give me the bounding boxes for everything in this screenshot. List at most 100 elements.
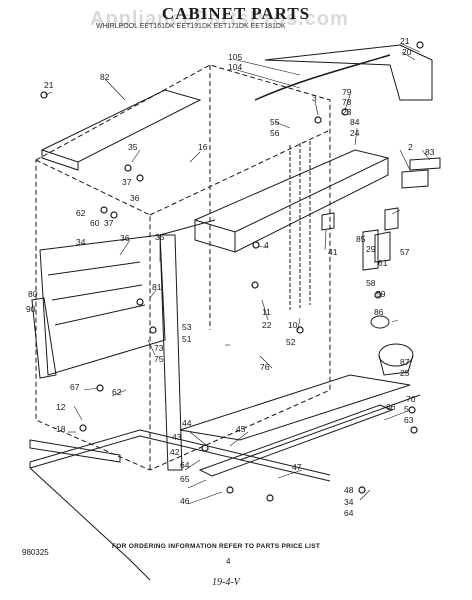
base-frame	[29, 429, 331, 581]
callout-36: 36	[130, 193, 140, 203]
column-22	[289, 141, 311, 310]
callout-79: 79	[342, 87, 352, 97]
callout-61: 61	[378, 258, 388, 268]
callout-22: 22	[262, 320, 272, 330]
callout-66: 66	[386, 402, 396, 412]
callout-76: 76	[260, 362, 270, 372]
callout-23: 23	[342, 107, 352, 117]
fasteners	[40, 41, 424, 502]
callout-37: 37	[122, 177, 132, 187]
callout-36: 36	[120, 233, 130, 243]
callout-83: 83	[425, 147, 435, 157]
callout-75: 75	[154, 354, 164, 364]
cylinder-80-body	[378, 354, 414, 376]
callout-90: 90	[26, 304, 36, 314]
callout-74: 74	[0, 0, 10, 2]
callout-64: 64	[344, 508, 354, 518]
callout-34: 34	[344, 497, 354, 507]
callout-51: 51	[182, 334, 192, 344]
callout-53: 53	[182, 322, 192, 332]
callout-57: 57	[400, 247, 410, 257]
rail-63	[198, 404, 394, 477]
crossbar-84	[193, 149, 390, 253]
rail-64	[239, 394, 421, 461]
bracket-61	[362, 229, 379, 271]
callout-73: 73	[154, 343, 164, 353]
callout-2: 2	[408, 142, 413, 152]
callout-84: 84	[350, 117, 360, 127]
bracket-60	[384, 207, 399, 231]
callout-65: 65	[180, 474, 190, 484]
callout-3: 3	[312, 93, 317, 103]
callout-85: 85	[356, 234, 366, 244]
callout-48: 48	[344, 485, 354, 495]
access-panel-4	[39, 234, 166, 376]
top-rail-82	[40, 89, 202, 171]
callout-44: 44	[182, 418, 192, 428]
callout-81: 81	[152, 282, 162, 292]
callout-37: 37	[104, 218, 114, 228]
callout-82: 82	[100, 72, 110, 82]
callout-56: 56	[270, 128, 280, 138]
callout-16: 16	[198, 142, 208, 152]
connector-81	[370, 315, 390, 329]
callout-21: 21	[44, 80, 54, 90]
callout-34: 34	[76, 237, 86, 247]
cabinet-outline	[35, 64, 331, 471]
callout-41: 41	[328, 247, 338, 257]
callout-35: 35	[128, 142, 138, 152]
watermark: AppliancePartsPros.com	[90, 8, 349, 30]
callout-65: 65	[0, 0, 10, 2]
callout-4: 4	[264, 240, 269, 250]
wire-harness-104	[254, 54, 391, 101]
callout-62: 62	[112, 387, 122, 397]
bracket-83	[409, 157, 441, 171]
handwritten-mark: 19-4-V	[212, 577, 240, 588]
kick-plate-43	[29, 439, 121, 463]
callout-24: 24	[350, 128, 360, 138]
callout-63: 63	[404, 415, 414, 425]
callout-70: 70	[406, 394, 416, 404]
callout-62: 62	[76, 208, 86, 218]
callout-52: 52	[286, 337, 296, 347]
leader-lines	[44, 43, 431, 505]
callout-18: 18	[56, 424, 66, 434]
trim-41	[159, 219, 216, 236]
callout-42: 42	[170, 447, 180, 457]
callout-105: 105	[228, 52, 242, 62]
callout-20: 20	[402, 47, 412, 57]
callout-10: 10	[288, 320, 298, 330]
callout-43: 43	[172, 432, 182, 442]
callout-59: 59	[376, 289, 386, 299]
model-list: WHIRLPOOL EET161DK EET191DK EET171DK EET…	[96, 23, 286, 30]
bracket-85	[321, 212, 335, 231]
callout-58: 58	[366, 278, 376, 288]
callout-64: 64	[180, 460, 190, 470]
diagram-code: 980325	[22, 548, 49, 557]
top-bracket-20	[264, 44, 433, 101]
callout-29: 29	[366, 244, 376, 254]
callout-12: 12	[56, 402, 66, 412]
bracket-2	[401, 169, 429, 189]
callout-55: 55	[270, 117, 280, 127]
callout-25: 25	[400, 368, 410, 378]
callout-47: 47	[292, 462, 302, 472]
callout-78: 78	[342, 97, 352, 107]
page-number: 4	[226, 557, 231, 566]
side-trim-45	[159, 234, 183, 471]
page-title: CABINET PARTS	[161, 4, 311, 23]
callout-60: 60	[90, 218, 100, 228]
bracket-57	[374, 231, 391, 263]
base-rail-70	[179, 374, 411, 441]
callout-104: 104	[228, 62, 242, 72]
callout-86: 86	[374, 307, 384, 317]
callout-46: 46	[180, 496, 190, 506]
callout-87: 87	[400, 357, 410, 367]
callout-5: 5	[404, 404, 409, 414]
callout-80: 80	[28, 289, 38, 299]
access-panel-inner	[47, 261, 146, 326]
callout-45: 45	[236, 424, 246, 434]
callout-21: 21	[400, 36, 410, 46]
